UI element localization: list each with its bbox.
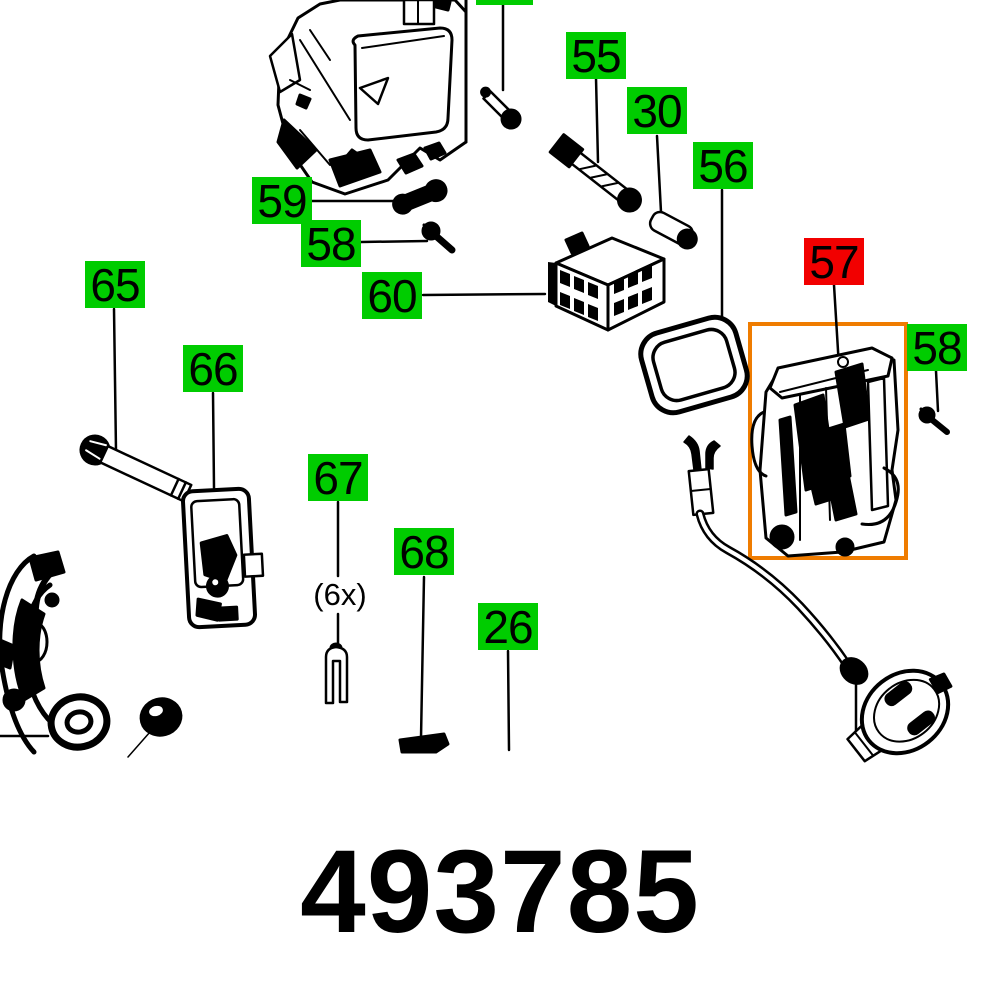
callout-65[interactable]: 65 — [85, 261, 145, 308]
callout-57-selected[interactable]: 57 — [804, 238, 864, 285]
bolt-55-drawing — [548, 133, 642, 213]
leader-line-66 — [211, 391, 216, 490]
grommet-drawing — [47, 693, 111, 751]
screw-58-right-drawing — [918, 406, 950, 435]
electronics-module-57-drawing — [750, 346, 900, 558]
bracket-68-drawing — [398, 732, 450, 754]
motor-housing-drawing — [268, 0, 468, 196]
leader-line-60 — [421, 292, 547, 297]
stud-59-drawing — [392, 179, 448, 215]
leader-line-68 — [419, 575, 426, 740]
callout-cropped[interactable] — [476, 0, 533, 5]
callout-59[interactable]: 59 — [252, 177, 312, 224]
motor-assembly-partial-drawing — [0, 550, 66, 755]
disc-drawing — [139, 697, 183, 737]
leader-line-26 — [506, 649, 511, 752]
callout-67[interactable]: 67 — [308, 454, 368, 501]
leader-line-57 — [832, 283, 841, 369]
screw-top-drawing — [480, 86, 522, 130]
callout-68[interactable]: 68 — [394, 528, 454, 575]
quantity-note: (6x) — [313, 577, 367, 612]
bolt-65-drawing — [79, 434, 193, 503]
leader-line-55 — [594, 76, 600, 164]
power-cable-drawing — [683, 435, 953, 763]
callout-30[interactable]: 30 — [627, 87, 687, 134]
callout-55[interactable]: 55 — [566, 32, 626, 79]
switch-plate-66-drawing — [180, 486, 265, 630]
leader-lines — [0, 3, 940, 758]
terminal-block-60-drawing — [548, 231, 666, 332]
callout-66[interactable]: 66 — [183, 345, 243, 392]
leader-line-65 — [112, 307, 118, 453]
leader-line-58-right — [934, 369, 940, 413]
leader-line-disc — [127, 731, 151, 758]
fork-clip-67-drawing — [324, 642, 349, 705]
leader-line-58-left — [359, 239, 429, 244]
callout-58-left[interactable]: 58 — [301, 220, 361, 267]
selected-part-highlight — [748, 322, 908, 560]
gasket-56-drawing — [638, 314, 750, 416]
callout-26[interactable]: 26 — [478, 603, 538, 650]
part-number: 493785 — [300, 826, 700, 958]
screw-58-left-drawing — [421, 221, 456, 254]
leader-line-30 — [655, 134, 663, 214]
callout-60[interactable]: 60 — [362, 272, 422, 319]
callout-56[interactable]: 56 — [693, 142, 753, 189]
sleeve-30-drawing — [648, 210, 698, 250]
callout-58-right[interactable]: 58 — [907, 324, 967, 371]
